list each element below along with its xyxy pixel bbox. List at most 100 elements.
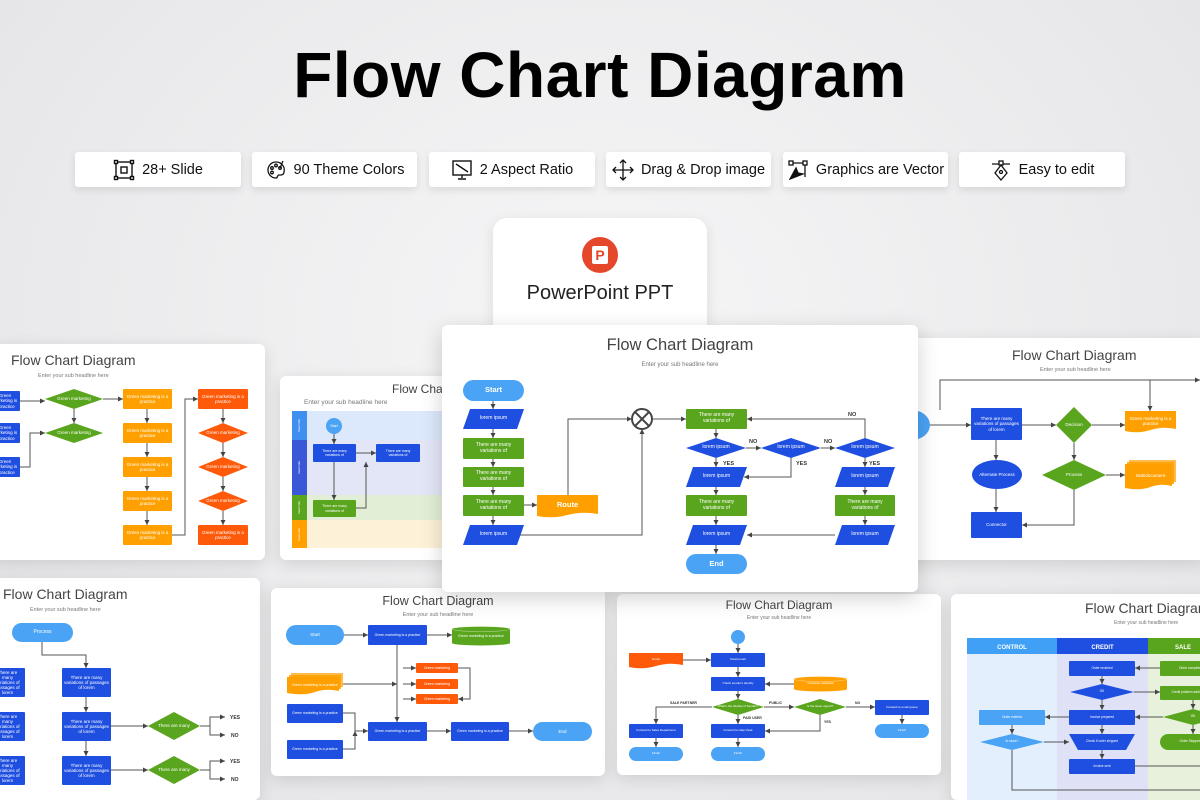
flow-node-rect[interactable]: Order received <box>1069 661 1135 676</box>
flow-node-rect[interactable]: Green marketing is a practice <box>0 457 20 477</box>
flow-node-cyl[interactable]: Customer database <box>793 676 848 692</box>
flow-node-diamond[interactable]: Green marketing <box>45 423 103 443</box>
flow-node-rect[interactable]: There are many variations of <box>835 495 895 516</box>
flow-node-rect[interactable]: There are many variations of <box>463 467 524 487</box>
flow-node-pill[interactable]: Finish <box>711 747 765 761</box>
flow-node-diamond[interactable]: Decision <box>1056 407 1092 443</box>
flow-node-rect[interactable]: There are many variations of passages of… <box>62 668 111 697</box>
flow-node-pill[interactable]: End <box>533 722 592 741</box>
flow-node-rect[interactable]: Forward to email queue <box>875 700 929 715</box>
flow-node-rect[interactable]: Green marketing is a practice <box>287 704 343 723</box>
flow-node-rect[interactable]: Order complete <box>1160 661 1200 676</box>
flow-node-rect[interactable]: Green marketing is a practice <box>123 389 172 409</box>
flow-node-rect[interactable]: Green marketing <box>416 694 458 704</box>
flow-node-rect[interactable]: Green marketing is a practice <box>123 423 172 443</box>
flow-node-rect[interactable]: Invoice sent <box>1069 759 1135 774</box>
flow-node-rect[interactable]: There are many variations of passages of… <box>62 712 111 741</box>
slide-thumbnail-4[interactable]: There are many variations of passages of… <box>905 338 1200 560</box>
flow-node-circle[interactable]: Start <box>326 418 342 434</box>
flow-node-rect[interactable]: Read email <box>711 653 765 667</box>
flow-node-rect[interactable]: Forward to Sales Department <box>629 724 683 738</box>
flow-node-rect[interactable]: There are many variations of passages of… <box>0 712 25 741</box>
flow-node-rect[interactable]: Connector <box>971 512 1022 538</box>
flow-node-diamond[interactable]: What's the identity of Sender? <box>712 699 764 715</box>
flow-node-rect[interactable]: Green marketing is a practice <box>0 423 20 443</box>
flow-node-pill[interactable]: Start <box>286 625 344 645</box>
flow-node-rect[interactable]: Green marketing <box>416 679 458 689</box>
flow-node-rect[interactable]: Green marketing is a practice <box>123 457 172 477</box>
flow-node-diamond[interactable]: Green marketing <box>45 389 103 409</box>
flow-node-pill[interactable]: End <box>686 554 747 574</box>
flow-node-diamond[interactable]: Green marketing <box>198 423 248 443</box>
flow-node-rect[interactable]: Green marketing is a practice <box>123 491 172 511</box>
flow-node-pill[interactable]: Finish <box>629 747 683 761</box>
flow-node-ell[interactable]: Alternate Process <box>972 460 1022 489</box>
flow-node-pill[interactable]: Process <box>12 623 73 642</box>
flow-node-stack[interactable]: Green marketing is a practice <box>287 673 343 695</box>
flow-node-rect[interactable]: Green marketing <box>416 663 458 673</box>
flow-node-diamond[interactable]: There are many <box>148 712 200 740</box>
flow-node-rect[interactable]: Green marketing is a practice <box>451 722 509 741</box>
flow-node-rect[interactable]: Green marketing is a practice <box>198 525 248 545</box>
flow-node-diamond[interactable]: Is the issue urgent? <box>794 699 846 715</box>
slide-subtitle: Enter your sub headline here <box>746 615 812 621</box>
flow-node-diamond[interactable]: lorem ipsum <box>835 438 895 458</box>
flow-node-pill[interactable]: Order Stopped <box>1160 734 1200 750</box>
flow-node-rect[interactable]: There are many variations of <box>376 444 420 462</box>
flow-node-rect[interactable]: Green marketing is a practice <box>198 389 248 409</box>
flow-node-para[interactable]: lorem ipsum <box>463 409 524 429</box>
flow-node-stack[interactable]: Multidocument <box>1125 460 1176 490</box>
flow-node-rect[interactable]: Forward to Help Desk <box>711 724 765 738</box>
flow-node-rect[interactable]: There are many variations of passages of… <box>0 756 25 785</box>
flow-node-pill[interactable]: Start <box>463 380 524 401</box>
flow-node-diamond[interactable]: Green marketing <box>198 457 248 477</box>
flow-node-para[interactable]: lorem ipsum <box>686 467 747 487</box>
flow-node-para[interactable]: lorem ipsum <box>463 525 524 545</box>
flow-node-pill[interactable]: Finish <box>875 724 929 738</box>
flow-node-doc[interactable]: Green marketing is a practice <box>1125 411 1176 433</box>
flow-node-rect[interactable]: Green marketing is a practice <box>368 722 427 741</box>
flow-node-circle[interactable] <box>731 630 745 644</box>
flow-node-doc[interactable]: Route <box>537 495 598 518</box>
flow-node-diamond[interactable]: OK <box>1070 684 1134 700</box>
node-label: Finish <box>897 728 906 733</box>
flow-node-rect[interactable]: Check sender's identity <box>711 677 765 691</box>
flow-node-rect[interactable]: Green marketing is a practice <box>123 525 172 545</box>
flow-node-para[interactable]: lorem ipsum <box>835 525 895 545</box>
flow-node-para[interactable]: lorem ipsum <box>835 467 895 487</box>
flow-node-diamond[interactable]: lorem ipsum <box>761 438 821 458</box>
flow-node-rect[interactable]: Green marketing is a practice <box>287 740 343 759</box>
flow-node-rect[interactable]: There are many variations of <box>686 495 747 516</box>
flow-node-rect[interactable]: Invoice prepared <box>1069 710 1135 725</box>
flow-node-rect[interactable]: There are many variations of <box>463 495 524 516</box>
flow-node-para[interactable]: lorem ipsum <box>686 525 747 545</box>
flow-node-rect[interactable]: There are many variations of passages of… <box>62 756 111 785</box>
flow-node-diamond[interactable]: In stock? <box>980 734 1044 750</box>
flow-node-diamond[interactable]: OK <box>1163 709 1200 725</box>
flow-node-doc[interactable]: Email <box>629 653 683 669</box>
flow-node-rect[interactable]: There are many variations of passages of… <box>0 668 25 697</box>
flow-node-rect[interactable]: Green marketing is a practice <box>368 625 427 645</box>
flow-node-rect[interactable]: There are many variations of <box>686 409 747 429</box>
flow-node-rect[interactable]: Order entered <box>979 710 1045 725</box>
flow-node-trap[interactable]: Check if order shipped <box>1069 734 1135 750</box>
flow-node-diamond[interactable]: Green marketing <box>198 491 248 511</box>
branch-label: YES <box>230 715 241 721</box>
flow-node-cyl[interactable]: Green marketing is a practice <box>451 626 511 646</box>
flow-node-rect[interactable]: Credit problem addressed <box>1160 686 1200 700</box>
flow-node-rect[interactable]: Green marketing is a practice <box>0 391 20 411</box>
flow-node-diamond[interactable]: Process <box>1042 460 1106 490</box>
slide-thumbnail-5[interactable]: ProcessThere are many variations of pass… <box>0 578 260 800</box>
flow-node-rect[interactable]: There are many variations of <box>313 500 356 517</box>
flow-node-diamond[interactable]: lorem ipsum <box>686 438 746 458</box>
flow-node-rect[interactable]: There are many variations of <box>463 438 524 459</box>
flow-node-rect[interactable]: There are many variations of passages of… <box>971 408 1022 440</box>
flow-node-diamond[interactable]: There are many <box>148 756 200 784</box>
flow-node-rect[interactable]: There are many variations of <box>313 444 356 462</box>
